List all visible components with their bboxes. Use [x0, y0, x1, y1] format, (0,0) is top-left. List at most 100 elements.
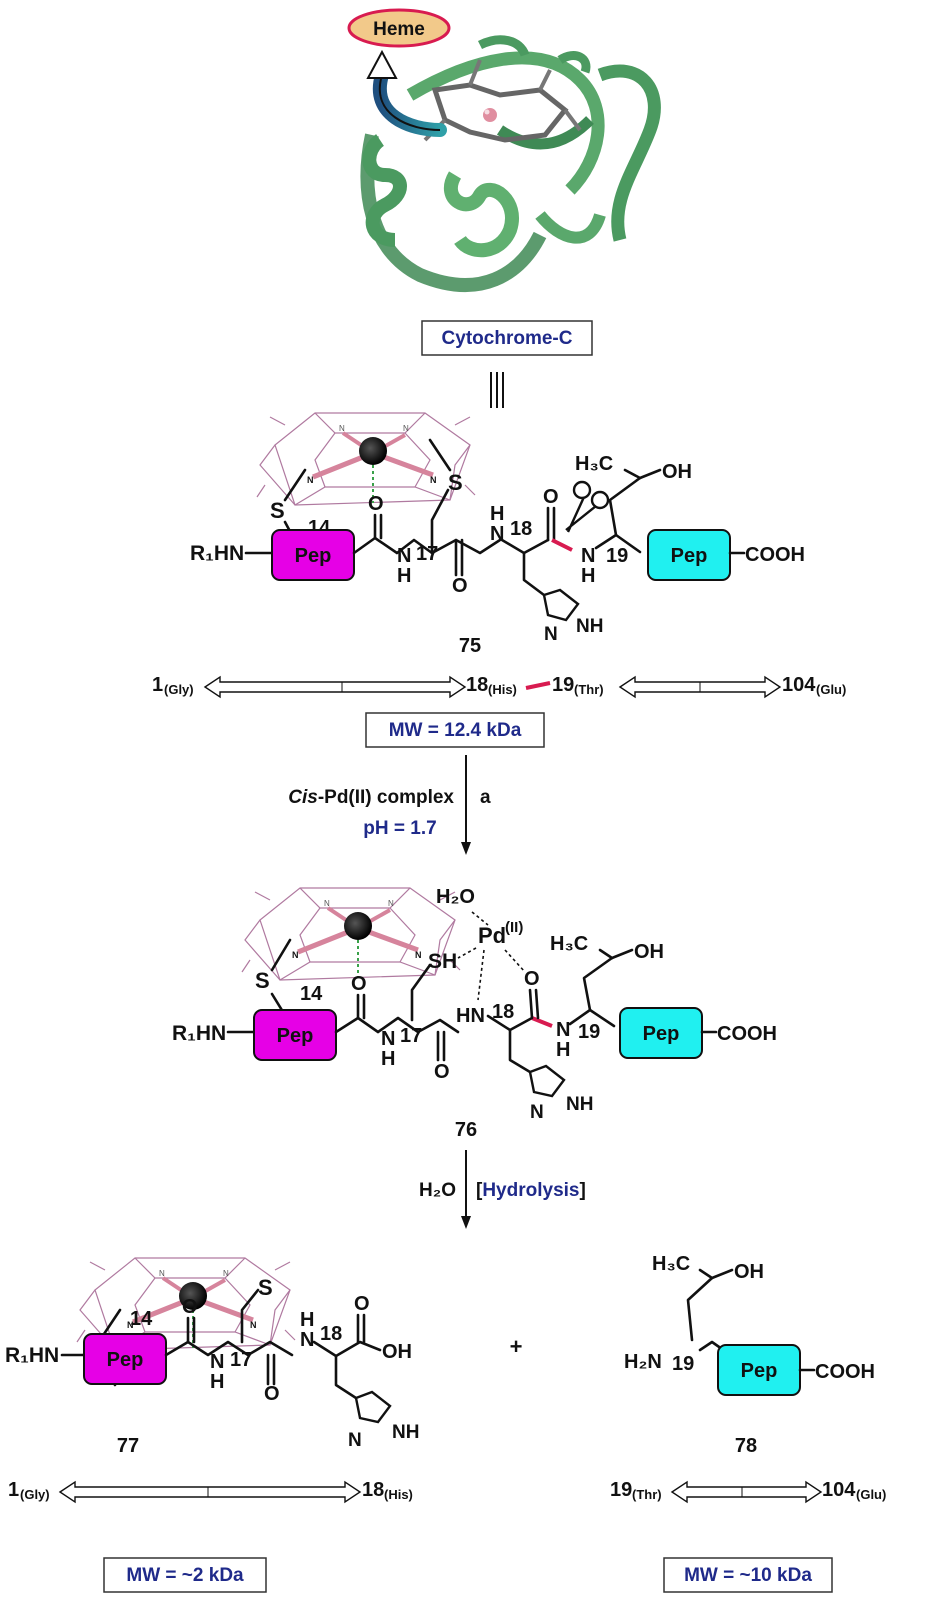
compound-75: S 14 R₁HN Pep O N H 17 S O H N 18 N NH O — [190, 413, 805, 657]
svg-text:19: 19 — [672, 1353, 694, 1375]
mw-label-75: MW = 12.4 kDa — [389, 720, 522, 741]
sequence-bar-78: 19 (Thr) 104 (Glu) — [610, 1479, 886, 1504]
hydrogen-atom: H — [490, 503, 504, 525]
sequence-bar-75: 1 (Gly) 18 (His) 19 (Thr) 104 (Glu) — [152, 674, 846, 699]
svg-text:N: N — [556, 1019, 570, 1041]
svg-text:H₃C: H₃C — [550, 933, 588, 955]
svg-text:O: O — [524, 968, 540, 990]
svg-text:(His): (His) — [488, 682, 517, 697]
svg-text:(II): (II) — [505, 919, 523, 936]
svg-text:O: O — [354, 1293, 370, 1315]
scissors-icon — [565, 480, 610, 533]
svg-text:HN: HN — [456, 1005, 485, 1027]
svg-text:17: 17 — [400, 1025, 422, 1047]
heme-pointer-arrow — [366, 49, 447, 137]
svg-text:OH: OH — [634, 941, 664, 963]
residue-17: 17 — [416, 543, 438, 565]
oxygen-atom: O — [368, 493, 384, 515]
ph-condition: pH = 1.7 — [363, 818, 436, 839]
compound-number-76: 76 — [455, 1119, 477, 1141]
heme-label: Heme — [373, 19, 425, 40]
protein-label: Cytochrome-C — [442, 328, 573, 349]
svg-text:17: 17 — [230, 1349, 252, 1371]
hydrogen-atom: H — [581, 565, 595, 587]
svg-text:18: 18 — [362, 1479, 384, 1501]
water-ligand: H₂O — [436, 886, 475, 908]
hydroxyl-group: OH — [662, 461, 692, 483]
svg-text:(His): (His) — [384, 1487, 413, 1502]
cytochrome-c-structure — [360, 35, 661, 292]
svg-text:O: O — [434, 1061, 450, 1083]
pep-block-cyan — [647, 529, 731, 581]
svg-text:O: O — [182, 1296, 198, 1318]
methyl-group: H₃C — [575, 453, 613, 475]
compound-number-75: 75 — [459, 635, 481, 657]
mw-box-75: MW = 12.4 kDa — [365, 712, 545, 748]
carboxyl-group: COOH — [745, 544, 805, 566]
svg-text:18: 18 — [320, 1323, 342, 1345]
svg-text:N: N — [210, 1351, 224, 1373]
pep-label: Pep — [295, 545, 332, 567]
svg-text:H₂O: H₂O — [419, 1180, 456, 1201]
svg-text:14: 14 — [300, 983, 323, 1005]
svg-text:Pep: Pep — [643, 1023, 680, 1045]
svg-text:H: H — [556, 1039, 570, 1061]
svg-text:(Thr): (Thr) — [632, 1487, 662, 1502]
compound-number-78: 78 — [735, 1435, 757, 1457]
reaction-arrow-hydrolysis: H₂O [Hydrolysis] — [419, 1150, 586, 1229]
residue-18: 18 — [510, 518, 532, 540]
sulfur-atom: S — [448, 470, 463, 495]
pep-block-magenta — [271, 529, 355, 581]
nitrogen-atom: N — [490, 523, 504, 545]
svg-text:R₁HN: R₁HN — [5, 1344, 59, 1367]
mw-label-77: MW = ~2 kDa — [126, 1565, 244, 1586]
svg-text:COOH: COOH — [815, 1361, 875, 1383]
svg-text:Pep: Pep — [277, 1025, 314, 1047]
nh-group: NH — [576, 616, 603, 637]
svg-text:(Thr): (Thr) — [574, 682, 604, 697]
svg-text:Pep: Pep — [741, 1360, 778, 1382]
hydrogen-atom: H — [397, 565, 411, 587]
equivalence-symbol — [490, 372, 504, 408]
nitrogen-atom: N — [544, 624, 558, 645]
svg-text:104: 104 — [822, 1479, 856, 1501]
svg-text:Cis-Pd(II) complex: Cis-Pd(II) complex — [288, 787, 454, 808]
oxygen-atom: O — [543, 486, 559, 508]
svg-text:NH: NH — [392, 1422, 419, 1443]
r1hn-group: R₁HN — [190, 542, 244, 565]
nitrogen-atom: N — [397, 545, 411, 567]
protein-label-box: Cytochrome-C — [421, 320, 593, 356]
residue-19: 19 — [606, 545, 628, 567]
svg-text:N: N — [530, 1102, 544, 1123]
svg-text:(Glu): (Glu) — [856, 1487, 886, 1502]
svg-text:H₃C: H₃C — [652, 1253, 690, 1275]
amine-group: H₂N — [624, 1351, 662, 1373]
mw-label-78: MW = ~10 kDa — [684, 1565, 812, 1586]
compound-78: H₃C OH H₂N 19 Pep COOH 78 — [624, 1253, 875, 1457]
svg-text:H: H — [210, 1371, 224, 1393]
svg-text:(Glu): (Glu) — [816, 682, 846, 697]
reaction-arrow-a: Cis-Pd(II) complex a pH = 1.7 — [288, 755, 491, 855]
svg-text:1: 1 — [8, 1479, 19, 1501]
compound-76: S 14 R₁HN Pep O N H 17 SH O HN 18 N NH O… — [172, 886, 777, 1141]
svg-text:Pep: Pep — [107, 1349, 144, 1371]
step-label-a: a — [480, 787, 491, 808]
svg-text:19: 19 — [610, 1479, 632, 1501]
sulfur-atom: S — [270, 498, 285, 523]
svg-text:H: H — [300, 1309, 314, 1331]
sequence-bar-77: 1 (Gly) 18 (His) — [8, 1479, 413, 1504]
mw-box-77: MW = ~2 kDa — [103, 1557, 267, 1593]
pep-label: Pep — [671, 545, 708, 567]
svg-text:O: O — [351, 973, 367, 995]
svg-text:NH: NH — [566, 1094, 593, 1115]
svg-text:[Hydrolysis]: [Hydrolysis] — [476, 1180, 586, 1201]
nitrogen-atom: N — [581, 545, 595, 567]
svg-text:18: 18 — [492, 1001, 514, 1023]
svg-text:R₁HN: R₁HN — [172, 1022, 226, 1045]
oxygen-atom: O — [452, 575, 468, 597]
palladium-atom: Pd — [478, 923, 506, 948]
svg-text:S: S — [255, 968, 270, 993]
svg-text:(Gly): (Gly) — [20, 1487, 50, 1502]
heme-badge: Heme — [347, 8, 451, 48]
